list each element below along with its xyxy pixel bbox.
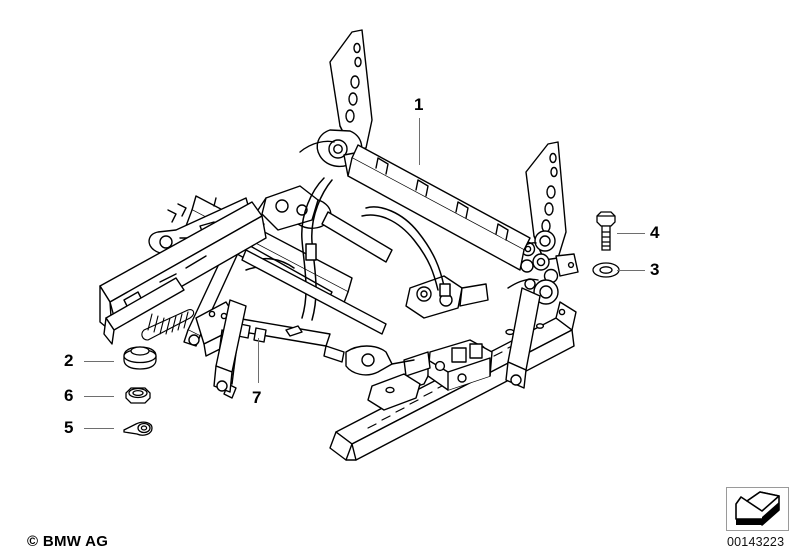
callout-label-1: 1 — [414, 95, 424, 114]
callout-leader-6 — [84, 396, 114, 397]
front-foot-plate — [367, 373, 421, 411]
bolt-part-4-illustration — [592, 210, 620, 254]
washer-part-3-illustration — [590, 260, 622, 280]
callout-label-4: 4 — [650, 223, 660, 242]
spindle-drive-block — [405, 275, 489, 319]
callout-leader-1 — [419, 118, 420, 165]
callout-label-7: 7 — [252, 388, 262, 407]
left-lower-link — [345, 345, 415, 376]
callout-leader-2 — [84, 361, 114, 362]
callout-label-5: 5 — [64, 418, 74, 437]
front-riser-leg-left — [213, 299, 247, 393]
seat-pan-upper-rail — [347, 144, 531, 271]
rail-return-spring — [141, 309, 195, 341]
view-direction-arrow-icon — [726, 487, 789, 531]
callout-leader-4 — [617, 233, 645, 234]
cross-tie-rod — [241, 249, 387, 335]
copyright-notice: © BMW AG — [27, 533, 109, 550]
diagram-id-number: 00143223 — [727, 535, 785, 549]
lower-floor-rail-left — [103, 277, 185, 345]
callout-leader-3 — [617, 270, 645, 271]
callout-label-3: 3 — [650, 260, 660, 279]
front-riser-leg-right — [505, 287, 541, 389]
callout-leader-7 — [258, 338, 259, 383]
callout-label-6: 6 — [64, 386, 74, 405]
callout-label-2: 2 — [64, 351, 74, 370]
bushing-part-2-illustration — [118, 340, 162, 372]
nut-part-6-illustration — [120, 384, 156, 408]
right-backrest-bracket — [507, 141, 579, 305]
callout-leader-5 — [84, 428, 114, 429]
seat-adjuster-motor-cluster — [403, 339, 493, 391]
clip-part-5-illustration — [120, 418, 156, 440]
diagonal-brace — [183, 235, 245, 347]
